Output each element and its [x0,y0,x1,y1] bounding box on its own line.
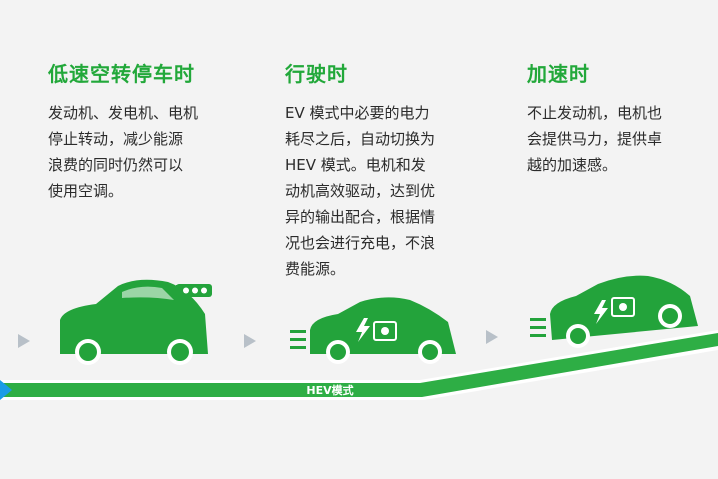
speed-lines-icon [290,330,306,349]
panel-body: EV 模式中必要的电力 耗尽之后，自动切换为 HEV 模式。电机和发 动机高效驱… [285,104,436,278]
panel-title: 低速空转停车时 [48,62,195,86]
mode-band-label: HEV模式 [306,383,353,397]
battery-charge-icon [594,297,635,324]
car-idle [60,279,208,365]
start-arrow-icon [0,380,12,400]
panel-body: 发动机、发电机、电机 停止转动，减少能源 浪费的同时仍然可以 使用空调。 [48,104,199,200]
panel-title: 加速时 [527,62,590,86]
panel-body: 不止发动机，电机也 会提供马力，提供卓 越的加速感。 [527,104,663,174]
panel-title: 行驶时 [285,62,348,86]
car-driving [310,297,456,364]
traffic-light-icon [176,284,212,315]
speed-lines-icon [530,318,546,337]
play-arrow-icon [18,334,30,348]
play-arrow-icon [486,330,498,344]
mode-band: HEV模式 [0,330,718,400]
battery-charge-icon [356,318,397,342]
play-arrow-icon [244,334,256,348]
